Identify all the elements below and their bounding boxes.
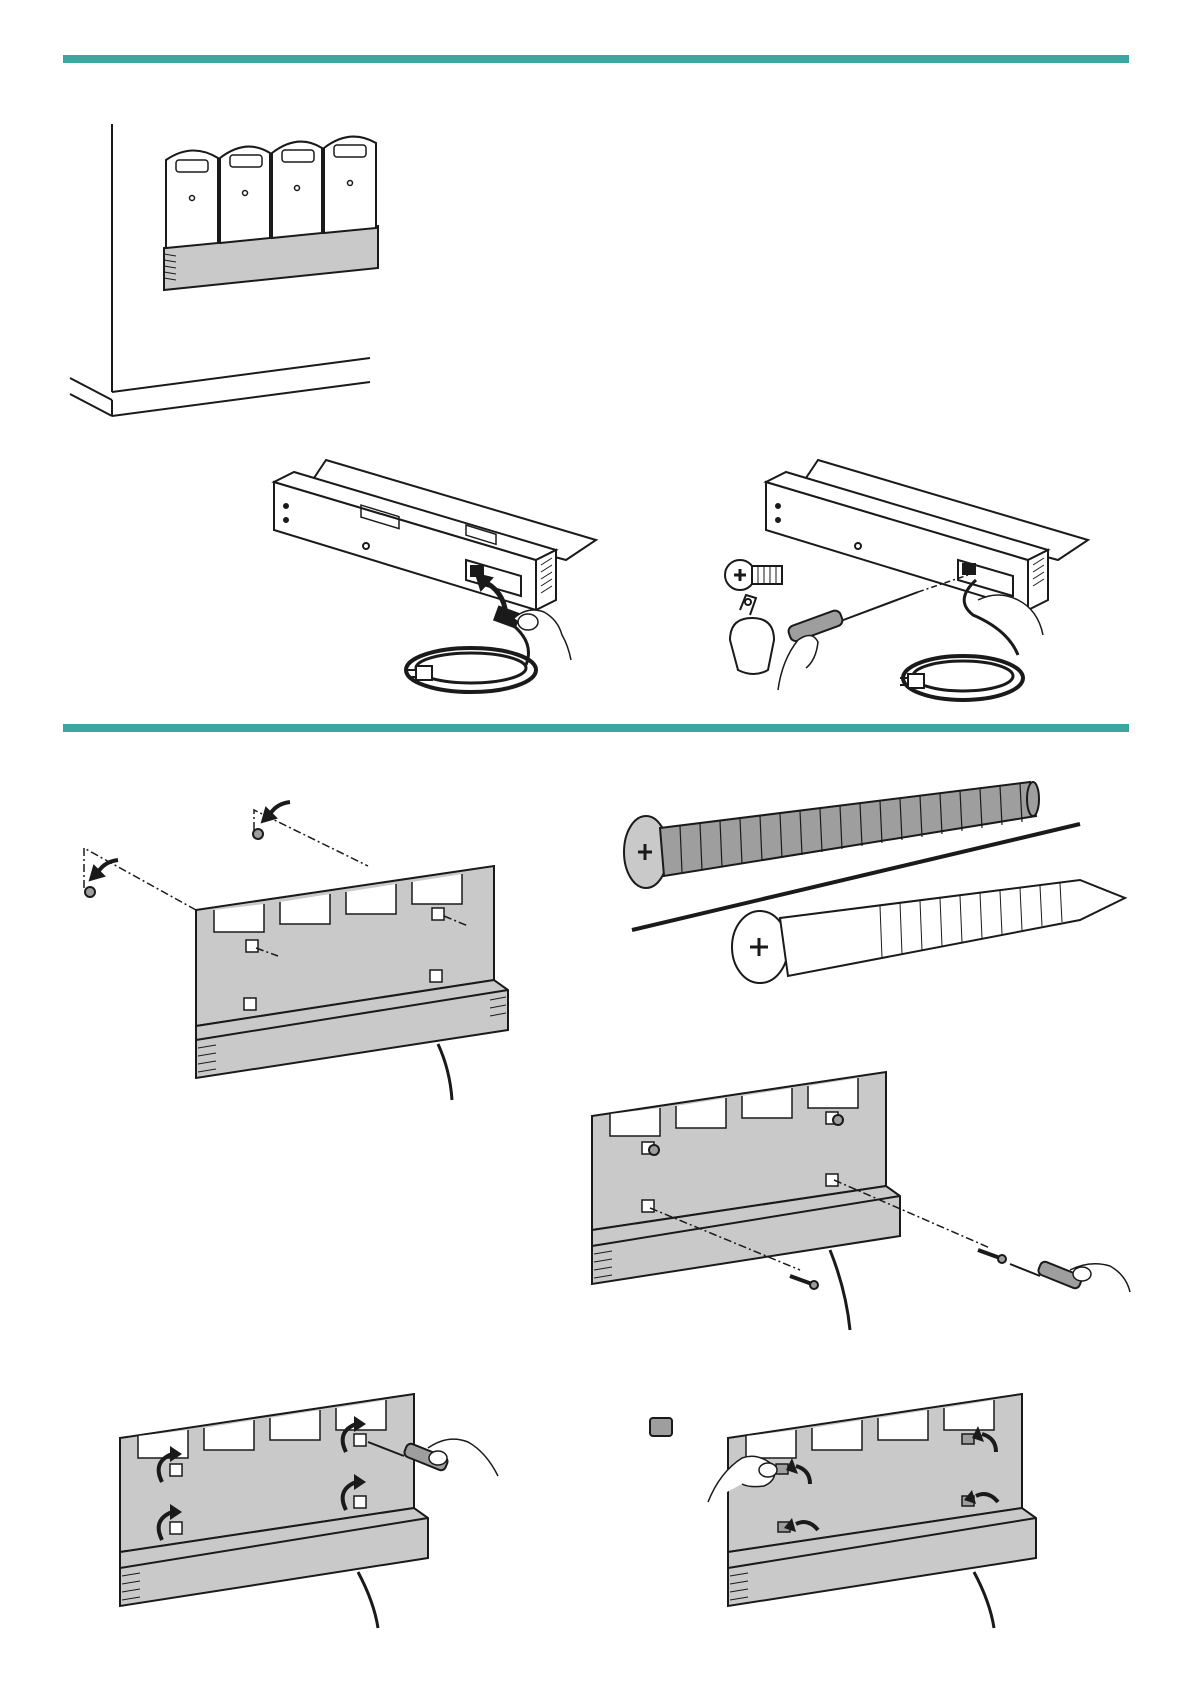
figure-connect-power-cord [266,450,666,710]
figure-wall-mounted-charger [60,120,380,420]
mounting-plate-icon [120,1394,428,1628]
floor-icon [70,358,370,416]
screw-icon [725,560,782,590]
mounting-plate-icon [592,1072,900,1330]
figure-lower-mounting-screws [590,1070,1130,1340]
wall-screw-icon [790,1250,1006,1289]
figure-upper-mounting-screws [78,830,528,1100]
battery-pack-icon [166,137,376,248]
mounting-plate-icon [196,866,508,1100]
screwdriver-icon [1010,1260,1130,1292]
figure-secure-cord-with-clamp [718,450,1138,720]
wood-screw-icon [732,880,1125,983]
figure-attach-cover-caps [646,1392,1066,1632]
mounting-plate-icon [728,1394,1036,1628]
cover-cap-icon [650,1418,672,1436]
machine-bolt-icon [624,782,1039,888]
screwdriver-icon [778,575,968,690]
section-rule-top [63,55,1129,63]
cable-clamp-icon [730,595,774,674]
figure-tighten-all-screws [118,1392,518,1632]
figure-screw-type-comparison [620,770,1140,990]
section-rule-middle [63,724,1129,732]
